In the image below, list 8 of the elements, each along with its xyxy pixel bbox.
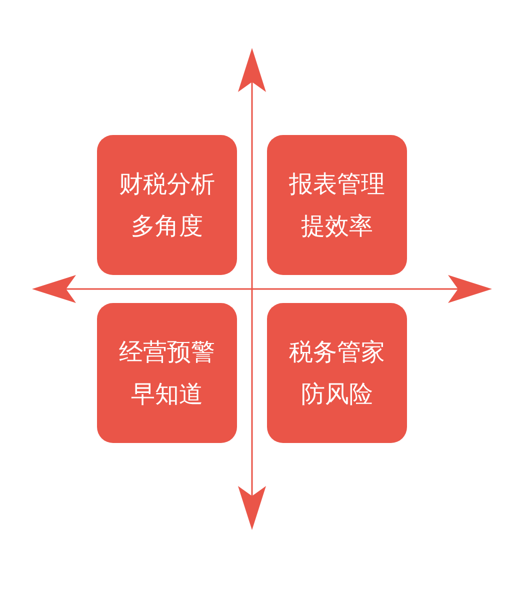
rounded-box (267, 135, 407, 275)
rounded-box (97, 135, 237, 275)
box-label: 税务管家防风险 (288, 337, 386, 410)
rounded-box (267, 303, 407, 443)
rounded-box (97, 303, 237, 443)
box-label: 经营预警早知道 (118, 337, 216, 410)
box-label: 财税分析多角度 (118, 169, 216, 242)
box-label: 报表管理提效率 (288, 169, 386, 242)
